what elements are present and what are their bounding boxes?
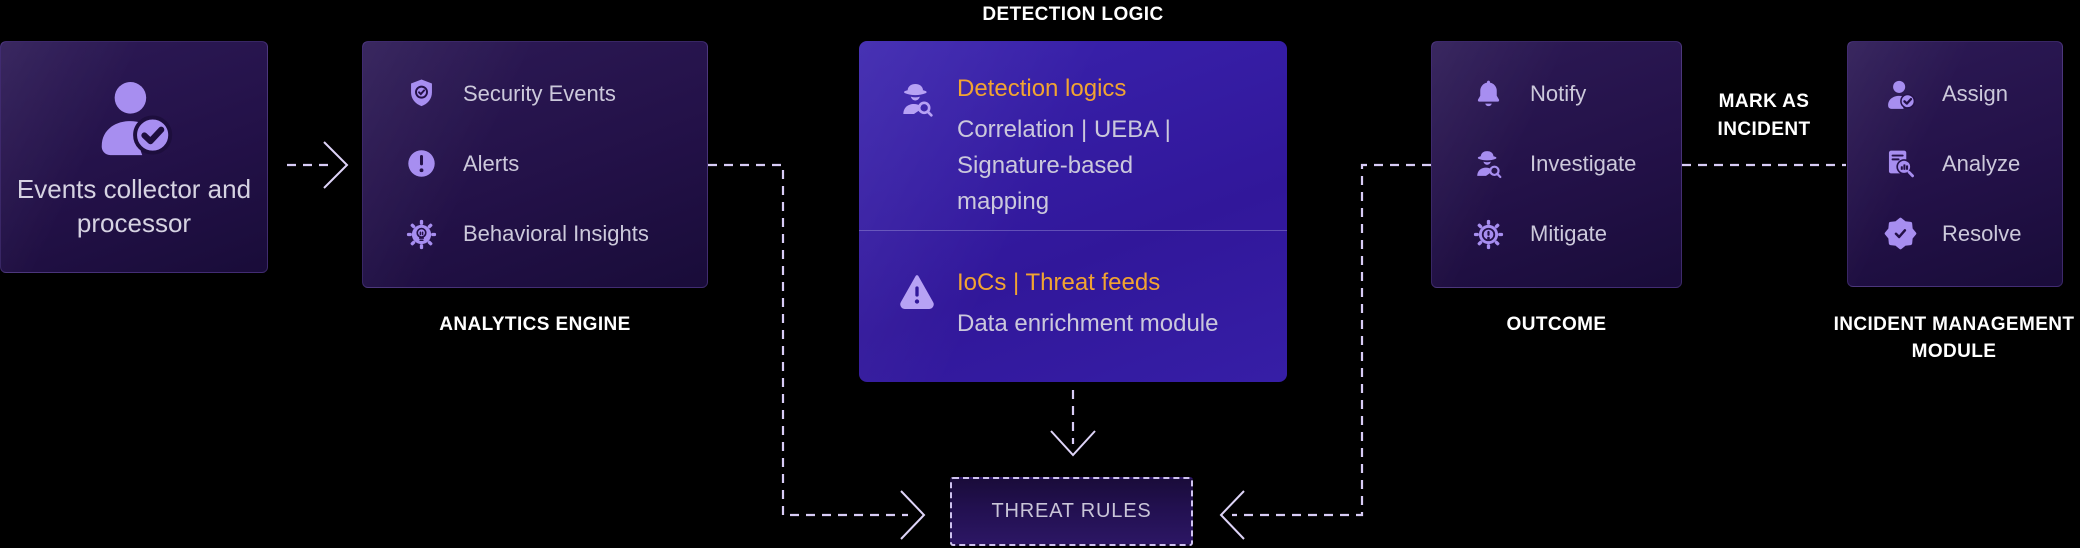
analytics-item-label: Behavioral Insights (463, 221, 649, 247)
analytics-engine-title: ANALYTICS ENGINE (439, 314, 631, 335)
detection-logic-node: Detection logics Correlation | UEBA | Si… (859, 41, 1287, 382)
mark-as-incident-label: MARK AS INCIDENT (1717, 91, 1811, 140)
badge-check-icon (1884, 217, 1917, 250)
detection-section: Detection logics Correlation | UEBA | Si… (859, 41, 1287, 230)
arrowhead-left-icon (1219, 490, 1245, 540)
bell-icon (1477, 80, 1500, 107)
incident-management-node: Assign Analyze Resolve (1847, 41, 2063, 287)
person-check-icon (1888, 80, 1916, 109)
detection-section-line: Data enrichment module (957, 310, 1219, 337)
list-item: Analyze (1884, 146, 2062, 181)
analytics-engine-node: Security Events Alerts (362, 41, 708, 288)
incident-item-label: Analyze (1942, 150, 2021, 176)
list-item: Investigate (1472, 146, 1681, 181)
incident-management-title: INCIDENT MANAGEMENT MODULE (1833, 314, 2075, 362)
list-item: Resolve (1884, 216, 2062, 251)
person-check-icon (101, 82, 173, 156)
outcome-item-label: Notify (1530, 80, 1587, 106)
incident-item-label: Resolve (1942, 220, 2022, 246)
analytics-item-label: Alerts (463, 150, 520, 176)
outcome-item-label: Investigate (1530, 150, 1637, 176)
gear-alert-icon (1473, 219, 1504, 249)
gear-lightbulb-icon (406, 219, 437, 249)
threat-rules-node: THREAT RULES (950, 477, 1193, 546)
alert-circle-icon (408, 150, 435, 178)
outcome-item-label: Mitigate (1530, 221, 1608, 247)
detection-section-heading: IoCs | Threat feeds (957, 269, 1161, 296)
arrowhead-right-icon (900, 490, 926, 540)
list-item: Alerts (405, 146, 707, 181)
events-collector-label: Events collector and processor (16, 174, 252, 238)
list-item: Behavioral Insights (405, 217, 707, 252)
shield-check-icon (411, 79, 432, 107)
detection-section: IoCs | Threat feeds Data enrichment modu… (859, 230, 1287, 382)
events-collector-node: Events collector and processor (0, 41, 268, 273)
list-item: Notify (1472, 76, 1681, 111)
warning-triangle-icon (900, 275, 934, 309)
outcome-node: Notify Investigate (1431, 41, 1682, 288)
threat-rules-label: THREAT RULES (991, 500, 1152, 522)
outcome-title: OUTCOME (1506, 314, 1607, 335)
detection-section-line: Correlation | UEBA | (957, 116, 1171, 143)
list-item: Security Events (405, 76, 707, 111)
detection-section-line: Signature-based (957, 152, 1134, 179)
list-item: Mitigate (1472, 217, 1681, 252)
incident-item-label: Assign (1942, 80, 2009, 106)
arrowhead-right-icon (323, 141, 349, 189)
detection-section-heading: Detection logics (957, 75, 1127, 102)
detective-magnifier-icon (1477, 151, 1502, 179)
document-magnifier-chart-icon (1888, 150, 1914, 178)
analytics-item-label: Security Events (463, 80, 616, 106)
detective-magnifier-icon (903, 84, 933, 117)
arrowhead-down-icon (1050, 430, 1096, 457)
detection-section-line: mapping (957, 188, 1050, 215)
list-item: Assign (1884, 76, 2062, 111)
detection-logic-title: DETECTION LOGIC (982, 4, 1164, 25)
